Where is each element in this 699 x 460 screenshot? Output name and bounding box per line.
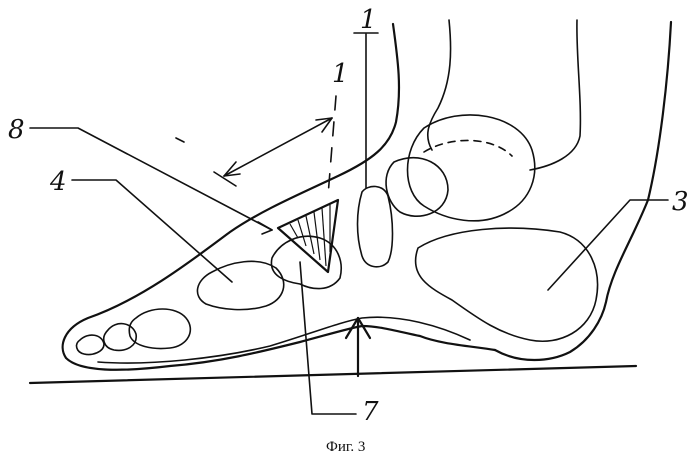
label-three: 3 [672, 187, 689, 217]
shin-bone-back [530, 20, 580, 170]
label-eight: 8 [8, 115, 25, 145]
metatarsal-bone [271, 236, 341, 288]
leg-outline-front [63, 24, 495, 370]
leader-eight-arrow [258, 222, 272, 234]
phalanx-proximal [129, 309, 190, 349]
arch-inner-line [98, 317, 470, 363]
cuneiform-bone [358, 186, 393, 266]
label-seven: 7 [362, 397, 379, 427]
figure-caption: Фиг. 3 [326, 439, 365, 455]
navicular-bone [386, 158, 448, 217]
label-four: 4 [49, 167, 67, 197]
ground-line [30, 366, 636, 383]
shin-bone-front [428, 20, 451, 150]
label-one-top: 1 [360, 5, 377, 35]
calcaneus-bone [416, 228, 598, 341]
dimension-line [224, 118, 332, 176]
metatarsal-shaft [197, 261, 283, 309]
talus-dashed-edge [424, 140, 512, 156]
leader-three [548, 200, 668, 290]
leader-four [72, 180, 232, 282]
label-one-dimension: 1 [332, 59, 349, 89]
leg-outline-back [495, 22, 671, 360]
talus-bone [408, 115, 535, 221]
leader-seven [300, 262, 356, 414]
dimension-tick-upper [176, 138, 184, 142]
phalanx-distal [77, 335, 104, 354]
dimension-extension-line [328, 96, 336, 196]
